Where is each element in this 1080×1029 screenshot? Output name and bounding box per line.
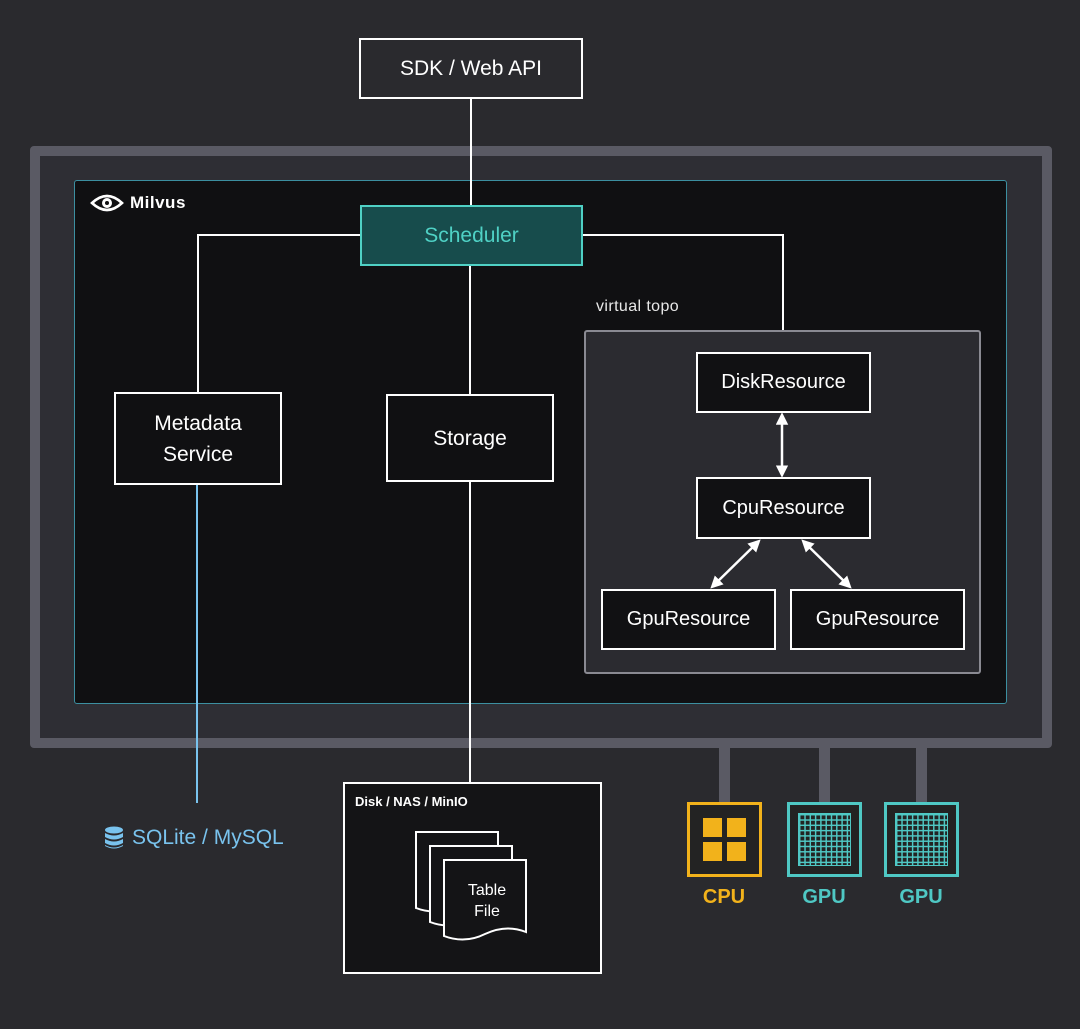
connector-storage-disk [469,482,471,782]
virtual-topo-label: virtual topo [596,298,680,315]
cpu-icon [703,818,746,861]
connector-to-topo [782,234,784,331]
storage-box[interactable]: Storage [386,394,554,482]
table-file-label: Table File [467,882,507,920]
scheduler-label: Scheduler [424,224,519,247]
connector-to-metadata [197,234,199,394]
cpu-resource-box[interactable]: CpuResource [696,477,871,539]
connector-sdk-scheduler [470,98,472,206]
arrow-cpu-gpu-left [710,539,761,589]
database-icon [105,826,123,849]
disk-storage-label: Disk / NAS / MinIO [355,794,468,809]
milvus-logo: Milvus [90,191,186,215]
gpu-grid-icon [895,813,948,866]
database-label: SQLite / MySQL [132,826,284,849]
gpu-label-2: GPU [899,886,943,908]
connector-scheduler-right [582,234,784,236]
table-file-icon [415,831,527,941]
gpu-resource-box-1[interactable]: GpuResource [601,589,776,650]
gpu-resource-label-1: GpuResource [626,608,751,630]
disk-resource-box[interactable]: DiskResource [696,352,871,413]
metadata-service-box[interactable]: Metadata Service [114,392,282,485]
gpu-chip-2 [884,802,959,877]
gpu-stem-1 [819,748,830,804]
connector-scheduler-left [197,234,361,236]
gpu-resource-box-2[interactable]: GpuResource [790,589,965,650]
cpu-label: CPU [702,886,746,908]
database-label-group: SQLite / MySQL [104,826,284,850]
cpu-chip [687,802,762,877]
disk-resource-label: DiskResource [721,371,846,393]
connector-metadata-database [196,485,198,803]
metadata-service-label: Metadata Service [154,411,242,466]
gpu-stem-2 [916,748,927,804]
cpu-stem [719,748,730,804]
arrow-cpu-gpu-right [801,539,852,589]
sdk-web-api-box[interactable]: SDK / Web API [359,38,583,99]
gpu-grid-icon [798,813,851,866]
eye-icon [90,194,124,212]
gpu-label-1: GPU [802,886,846,908]
sdk-web-api-label: SDK / Web API [399,57,542,80]
storage-label: Storage [433,426,507,450]
gpu-resource-label-2: GpuResource [815,608,940,630]
connector-scheduler-storage [469,265,471,395]
milvus-brand-name: Milvus [130,193,186,212]
scheduler-box[interactable]: Scheduler [360,205,583,266]
cpu-resource-label: CpuResource [722,496,845,519]
gpu-chip-1 [787,802,862,877]
